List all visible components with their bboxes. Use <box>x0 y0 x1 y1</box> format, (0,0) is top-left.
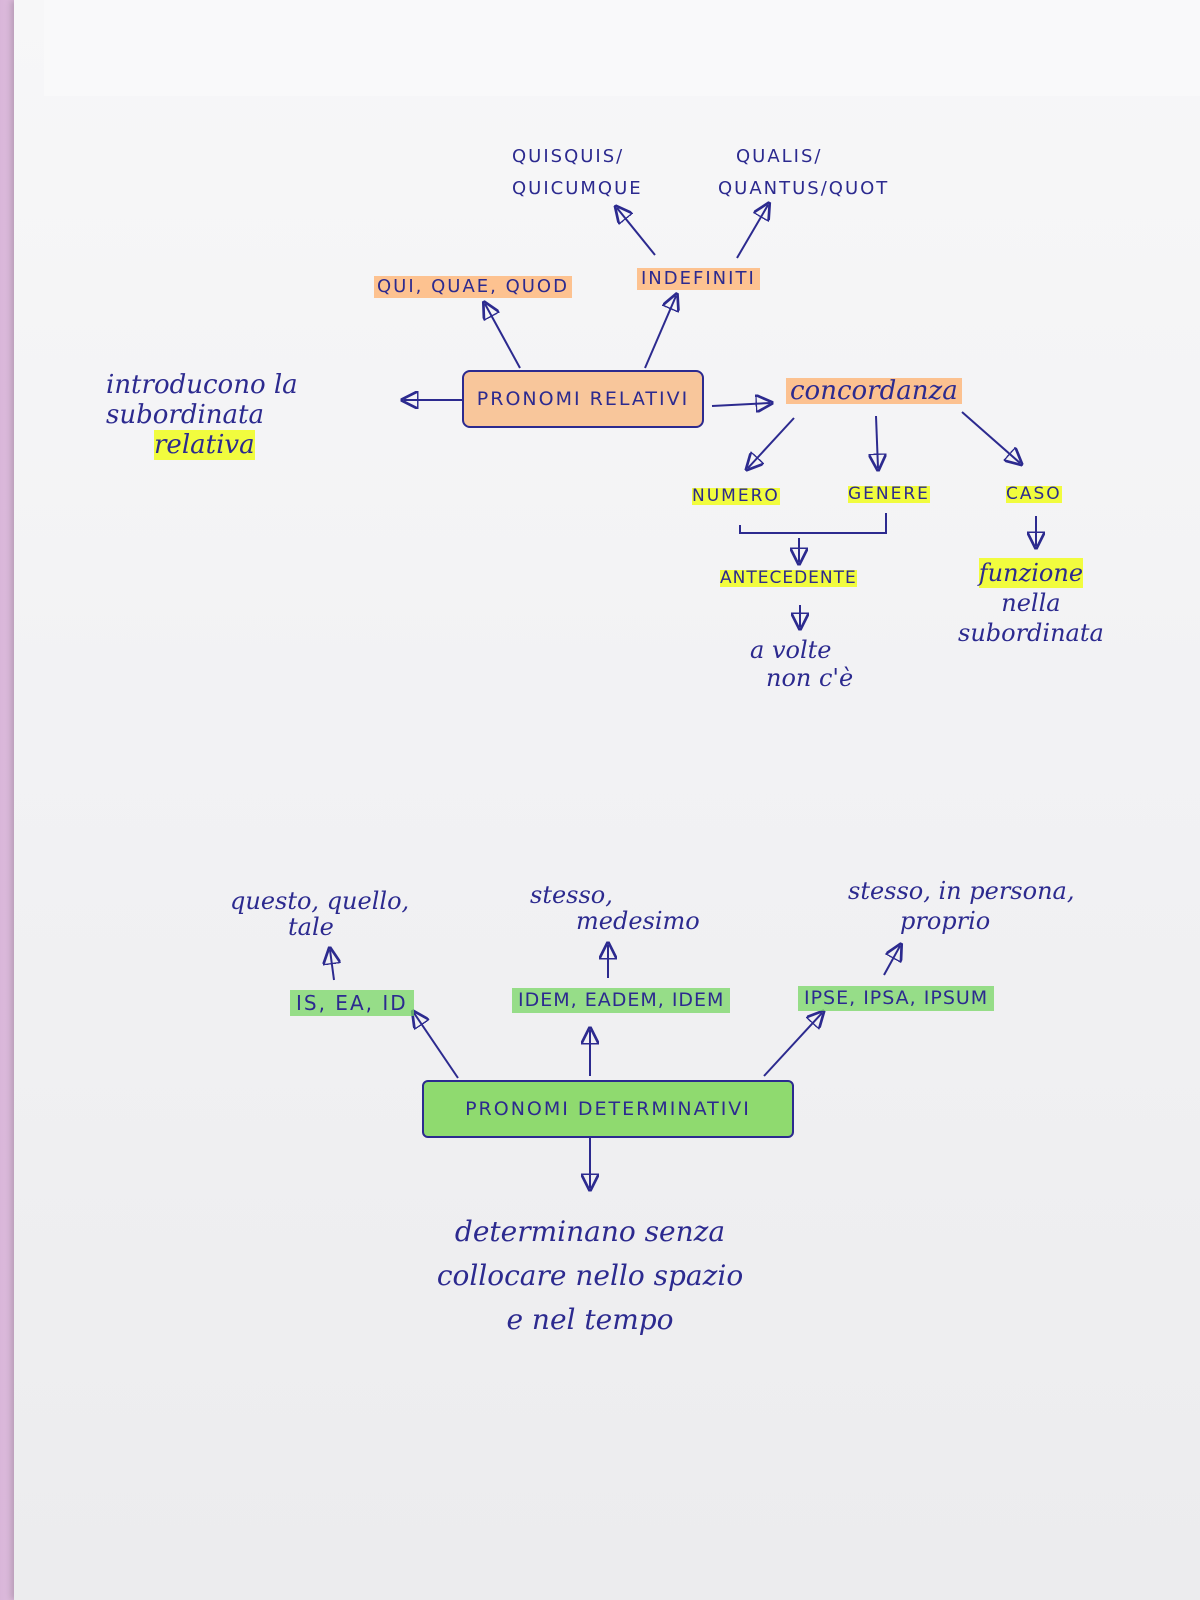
arrow-to-is-meaning <box>330 950 334 981</box>
pronomi-determinativi-title: PRONOMI DETERMINATIVI <box>465 1097 751 1120</box>
ipse-ipsa-ipsum-label: IPSE, IPSA, IPSUM <box>798 986 995 1011</box>
arrow-to-ipse <box>763 1013 822 1077</box>
ipse-meaning: stesso, in persona, proprio <box>848 877 1075 935</box>
determinano-description: determinano senza collocare nello spazio… <box>436 1215 744 1336</box>
indefiniti-right-label: QUALIS/ QUANTUS/QUOT <box>718 146 890 199</box>
caso-label: CASO <box>1006 484 1062 504</box>
arrow-to-genere <box>876 415 878 468</box>
arrow-to-ipse-meaning <box>883 946 900 976</box>
a-volte-note: a volte non c'è <box>750 636 854 692</box>
idem-meaning: stesso, medesimo <box>530 881 700 935</box>
arrow-to-concordanza <box>711 403 770 406</box>
arrow-to-qui <box>485 304 521 369</box>
funzione-note: funzione nella subordinata <box>958 558 1104 647</box>
pronomi-relativi-box: PRONOMI RELATIVI <box>462 370 704 428</box>
idem-eadem-idem-label: IDEM, EADEM, IDEM <box>512 988 731 1013</box>
pronomi-determinativi-box: PRONOMI DETERMINATIVI <box>422 1080 794 1138</box>
arrow-to-numero <box>748 417 795 468</box>
antecedente-label: ANTECEDENTE <box>720 568 857 588</box>
paper-top-sheet <box>44 0 1200 96</box>
arrow-to-is <box>414 1013 459 1079</box>
bracket-numero-genere <box>739 513 887 534</box>
paper-sheet <box>14 0 1200 1600</box>
pronomi-relativi-title: PRONOMI RELATIVI <box>476 387 690 410</box>
is-ea-id-label: IS, EA, ID <box>290 990 414 1016</box>
indefiniti-label: INDEFINITI <box>637 268 760 290</box>
arrow-to-indefiniti <box>644 296 676 369</box>
numero-label: NUMERO <box>692 486 780 506</box>
arrow-to-caso <box>961 411 1020 463</box>
genere-label: GENERE <box>848 484 930 504</box>
arrow-to-quisquis <box>617 208 656 256</box>
arrow-to-qualis <box>736 205 768 259</box>
qui-quae-quod-label: QUI, QUAE, QUOD <box>374 276 572 298</box>
concordanza-label: concordanza <box>786 378 962 404</box>
is-meaning: questo, quello, tale <box>230 887 410 941</box>
intro-description: introducono la subordinata relativa <box>106 370 298 460</box>
indefiniti-left-label: QUISQUIS/ QUICUMQUE <box>512 146 643 199</box>
